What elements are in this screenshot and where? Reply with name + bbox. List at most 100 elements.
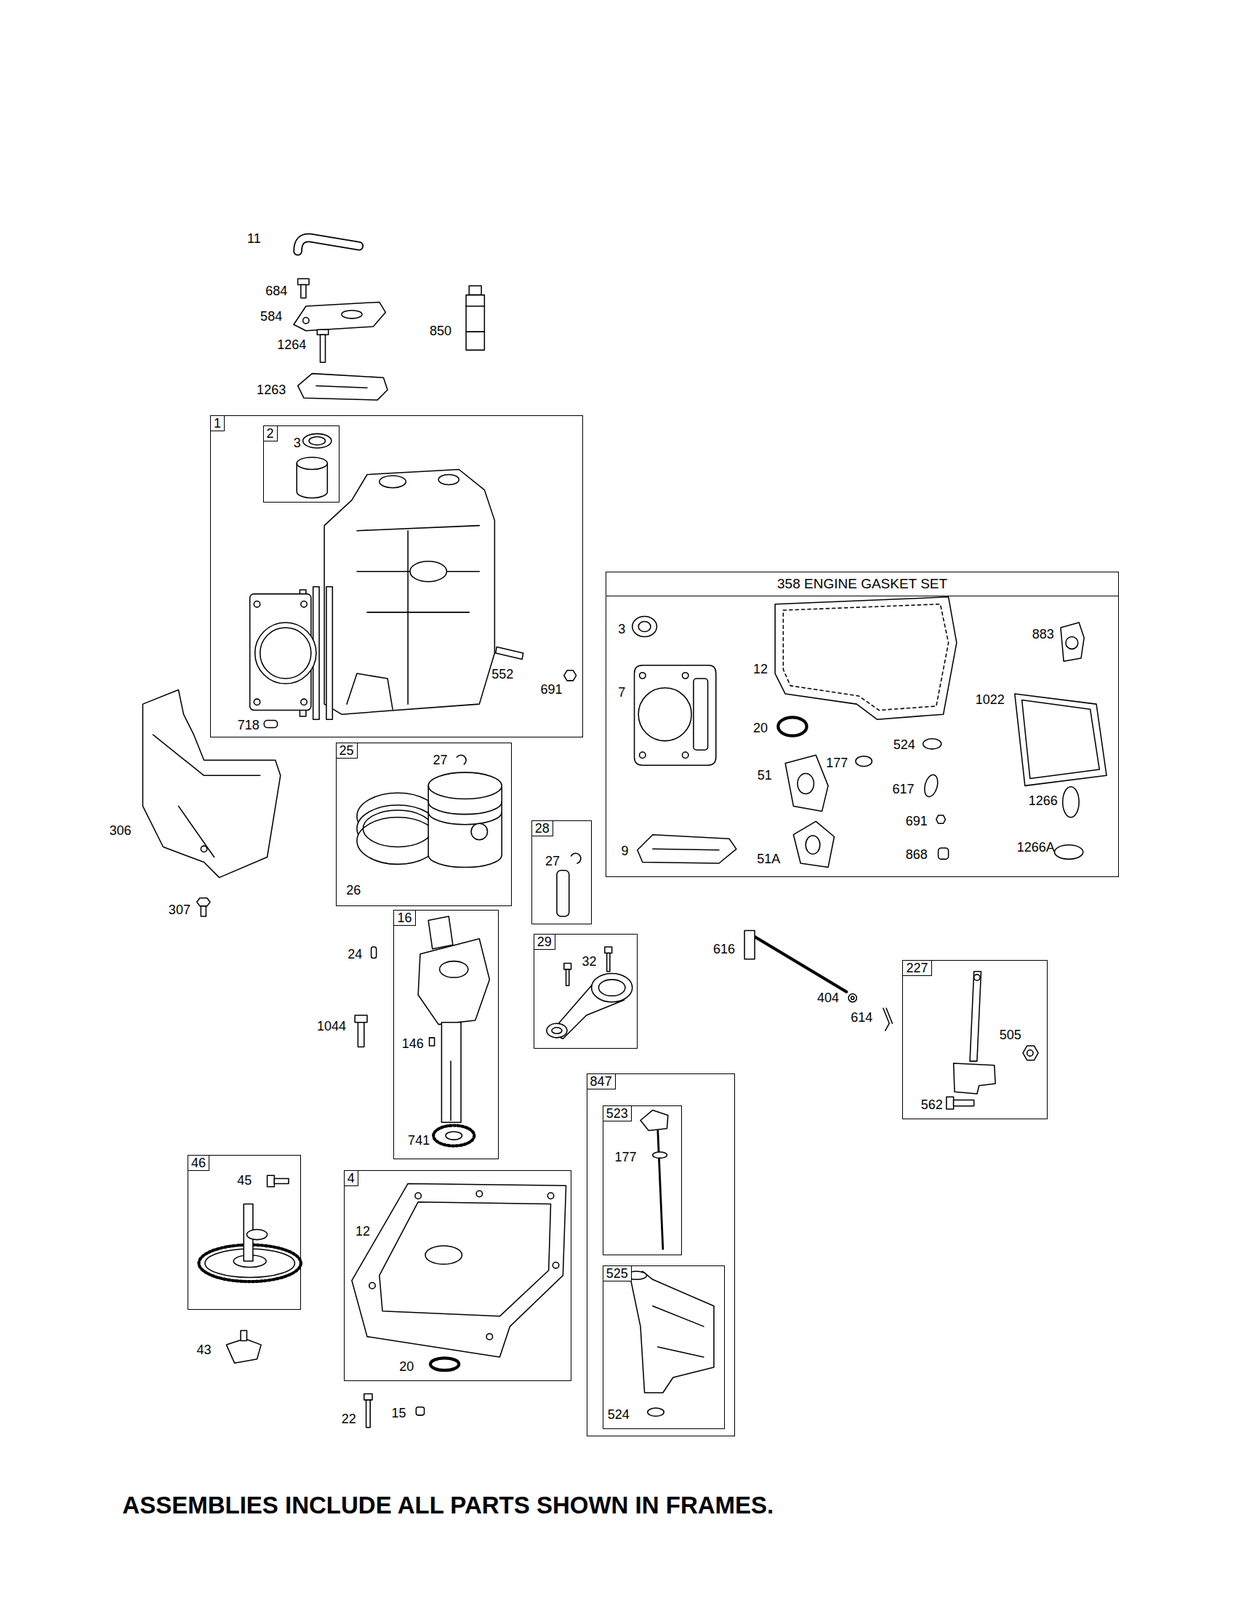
- gasket-set-parts: [1060, 622, 1084, 661]
- callout-number: 741: [407, 1132, 430, 1148]
- callout-number: 850: [429, 323, 452, 339]
- callout-number: 43: [197, 1342, 212, 1357]
- callout-number: 15: [391, 1405, 406, 1420]
- sump: [547, 1192, 554, 1199]
- sump: [379, 1201, 552, 1316]
- gasket-set-parts: [1014, 693, 1107, 786]
- gasket-set-parts: [922, 772, 941, 798]
- bolt: [946, 1096, 975, 1109]
- callout-number: 691: [905, 813, 928, 829]
- callout-number: 12: [355, 1223, 371, 1239]
- parts-frame: 2827: [531, 820, 592, 925]
- parts-frame: 155269171823: [210, 415, 584, 738]
- clip: [883, 1007, 893, 1031]
- bolt: [357, 1022, 364, 1047]
- crankshaft: [450, 1060, 452, 1120]
- pin: [495, 647, 524, 660]
- connecting-rod: [591, 972, 633, 1002]
- parts-frame: 4645: [187, 1154, 301, 1310]
- callout-number: 22: [341, 1411, 357, 1426]
- breather-tube: [298, 237, 360, 251]
- callout-number: 3: [617, 621, 626, 637]
- parts-frame: 23: [263, 425, 340, 504]
- bolt: [316, 329, 328, 335]
- gasket-set-parts: [632, 615, 658, 637]
- gasket-set-parts: [936, 814, 946, 823]
- callout-number: 45: [237, 1172, 252, 1188]
- cylinder-block: [346, 673, 393, 709]
- callout-number: 20: [753, 720, 768, 736]
- parts-frame: 358 ENGINE GASKET SET3883127102220524177…: [605, 571, 1119, 878]
- nut: [564, 670, 577, 681]
- nut: [415, 1406, 424, 1415]
- callout-number: 584: [260, 308, 283, 324]
- frame-number: 358 ENGINE GASKET SET: [606, 572, 1119, 597]
- frame-number: 4: [344, 1170, 359, 1186]
- dipstick-tube: [625, 1270, 714, 1393]
- callout-number: 26: [346, 882, 361, 898]
- connecting-rod: [546, 946, 633, 1039]
- governor-lever: [974, 974, 981, 981]
- cylinder-block: [255, 622, 317, 684]
- frame-number: 847: [587, 1073, 616, 1090]
- gasket-set-parts: [634, 665, 717, 765]
- dipstick: [640, 1109, 669, 1130]
- sump: [552, 1261, 559, 1268]
- gasket-set-parts: [639, 672, 646, 679]
- callout-number: 1266: [1028, 793, 1058, 808]
- clip: [571, 852, 581, 863]
- callout-number: 404: [817, 990, 839, 1005]
- gasket-set-parts: [1062, 786, 1079, 818]
- nut: [1022, 1045, 1039, 1060]
- washer: [848, 993, 857, 1002]
- pin: [267, 1174, 289, 1186]
- gasket-set-parts: [785, 754, 829, 811]
- governor-lever: [969, 971, 981, 1061]
- gasket-set-parts: [774, 596, 957, 720]
- sealant-tube: [466, 285, 485, 350]
- washer: [848, 993, 857, 1002]
- parts-frame: 2932: [533, 933, 638, 1050]
- crankshaft: [433, 1124, 475, 1146]
- bolt: [953, 1099, 975, 1106]
- sump: [425, 1245, 463, 1264]
- bolt: [300, 284, 307, 299]
- callout-number: 868: [905, 846, 928, 862]
- gasket: [298, 373, 388, 400]
- bolt: [364, 1392, 373, 1427]
- bolt: [319, 334, 325, 363]
- bolt: [316, 329, 328, 363]
- connecting-rod: [564, 962, 572, 969]
- gasket-set-parts: [1054, 844, 1084, 860]
- bolt: [354, 1014, 368, 1023]
- callout-number: 11: [247, 231, 261, 246]
- shroud: [152, 734, 260, 857]
- callout-number: 524: [607, 1406, 630, 1422]
- dipstick: [657, 1130, 664, 1249]
- sump: [476, 1190, 483, 1196]
- crankshaft: [445, 1131, 462, 1140]
- callout-number: 7: [617, 684, 626, 700]
- nut: [564, 670, 577, 681]
- cam-gear: [246, 1229, 267, 1240]
- pin: [371, 946, 377, 958]
- gasket-set-parts: [652, 848, 720, 850]
- cylinder-block: [253, 600, 260, 607]
- frame-number: 29: [534, 934, 556, 950]
- callout-number: 177: [614, 1149, 637, 1164]
- gasket-set-parts: [637, 834, 737, 863]
- callout-number: 177: [825, 755, 848, 770]
- bolt: [298, 278, 309, 285]
- governor-assembly: [226, 1329, 261, 1363]
- callout-number: 27: [545, 853, 560, 869]
- gasket-set-parts: [1065, 636, 1079, 650]
- callout-number: 614: [850, 1009, 873, 1025]
- governor-lever: [953, 971, 996, 1094]
- key: [429, 1037, 435, 1046]
- callout-number: 552: [491, 666, 514, 682]
- nut: [415, 1406, 424, 1415]
- gasket-set-parts: [855, 756, 872, 767]
- governor-assembly: [240, 1329, 247, 1340]
- piston-pin: [556, 870, 570, 917]
- note-caption: ASSEMBLIES INCLUDE ALL PARTS SHOWN IN FR…: [122, 1491, 774, 1519]
